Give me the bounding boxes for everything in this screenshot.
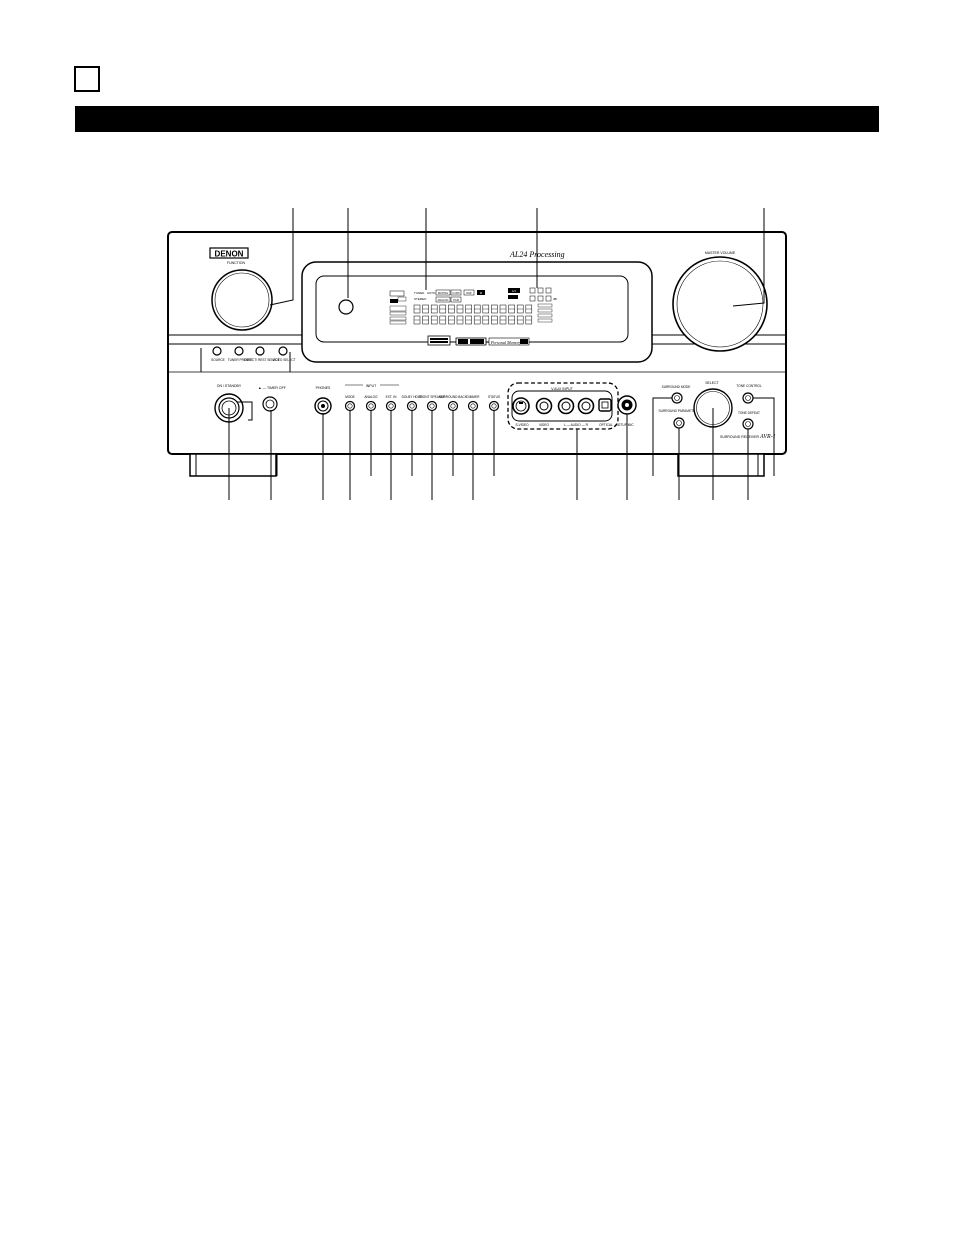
display-character-segments — [413, 304, 533, 325]
s-video-label: S-VIDEO — [515, 423, 529, 427]
segment-dsp: DSP — [466, 291, 472, 295]
svg-text:SURROUND PARAMETER: SURROUND PARAMETER — [659, 409, 699, 413]
s-video-jack[interactable] — [512, 397, 530, 415]
model-prefix: SURROUND RECEIVER — [720, 435, 760, 439]
audio-right-jack[interactable] — [577, 397, 595, 415]
vaux-input-panel: V.AUX INPUT S-VIDEO VIDEO L — AUDIO — R … — [507, 382, 619, 430]
master-volume-label: MASTER VOLUME — [705, 251, 736, 255]
mode-label: MODE — [345, 395, 355, 399]
front-speaker-button[interactable]: FRONT SPEAKER — [419, 395, 447, 412]
timer-off-button[interactable]: ▲ — TIMER OFF — [258, 386, 286, 412]
svg-text:▲ — TIMER OFF: ▲ — TIMER OFF — [258, 386, 286, 390]
display-window: AL24 Processing TUNED AUTO STEREO MUTING… — [301, 250, 653, 363]
master-volume-knob[interactable]: MASTER VOLUME — [672, 251, 768, 352]
setup-mic-jack[interactable]: SETUP MIC — [616, 395, 637, 427]
svg-text:SOURCE: SOURCE — [211, 358, 225, 362]
optical-label: OPTICAL — [599, 423, 613, 427]
svg-text:VIDEO SELECT: VIDEO SELECT — [272, 358, 295, 362]
dimmer-button[interactable]: DIMMER — [467, 395, 481, 412]
optical-jack[interactable] — [598, 398, 612, 412]
audio-label: L — AUDIO — R — [564, 423, 588, 427]
front-speaker-label: FRONT SPEAKER — [419, 395, 447, 399]
display-level-meter: dB — [529, 287, 557, 323]
denon-logo: DENON — [209, 247, 249, 259]
display-logos: Personal Memory — [427, 335, 530, 346]
setup-mic-label: SETUP MIC — [616, 423, 634, 427]
surround-back-label: SURROUND BACK — [439, 395, 468, 399]
remote-sensor — [338, 299, 354, 315]
callout-lines-top — [269, 208, 765, 307]
personal-memory-badge: Personal Memory — [490, 340, 521, 345]
svg-text:ON / STANDBY: ON / STANDBY — [217, 384, 242, 388]
dolby-hdcd-label: DOLBY HDCD — [402, 395, 424, 399]
source-button[interactable]: SOURCE — [211, 346, 225, 362]
mode-button[interactable]: MODE — [344, 395, 356, 412]
ext-in-button[interactable]: EXT. IN — [386, 395, 398, 412]
analog-label: ANALOG — [364, 395, 378, 399]
segment-voff: V-OFF — [452, 291, 460, 295]
input-group: INPUT — [345, 384, 399, 388]
segment-stereo: STEREO — [414, 297, 427, 301]
tone-defeat-button[interactable]: TONE DEFEAT — [738, 411, 760, 430]
surround-back-button[interactable]: SURROUND BACK — [439, 395, 468, 412]
select-label: SELECT — [705, 381, 719, 385]
segment-tuned: TUNED — [414, 291, 425, 295]
display-labels: TUNED AUTO STEREO MUTING V-OFF DSP M ANA… — [414, 288, 520, 303]
title-bar — [75, 106, 879, 132]
function-knob[interactable]: FUNCTION — [211, 261, 273, 331]
status-label: STATUS — [488, 395, 500, 399]
model-name: AVR-1 — [759, 434, 776, 440]
input-group-label: INPUT — [366, 384, 377, 388]
callout-lines-bottom — [200, 348, 775, 500]
tuner-preset-button[interactable]: TUNER PRESET — [228, 346, 253, 362]
section-marker-box — [74, 66, 100, 92]
model-badge: SURROUND RECEIVER AVR-1 — [720, 434, 776, 440]
display-indicators-left — [389, 290, 407, 325]
dimmer-label: DIMMER — [467, 395, 481, 399]
audio-left-jack[interactable] — [557, 397, 575, 415]
source-buttons-row: SOURCE TUNER PRESET DIRECT/ REST SELECT … — [211, 346, 296, 362]
vaux-label: V.AUX INPUT — [551, 387, 574, 391]
ext-in-label: EXT. IN — [386, 395, 398, 399]
segment-av: A-V — [512, 289, 517, 293]
svg-text:TONE DEFEAT: TONE DEFEAT — [738, 411, 760, 415]
direct-rest-select-button[interactable]: DIRECT/ REST SELECT — [244, 346, 280, 362]
segment-auto: AUTO — [427, 291, 436, 295]
surround-parameter-button[interactable]: SURROUND PARAMETER — [659, 409, 699, 429]
video-select-button[interactable]: VIDEO SELECT — [272, 346, 296, 362]
status-button[interactable]: STATUS — [488, 395, 500, 412]
video-jack[interactable] — [535, 397, 553, 415]
phones-jack[interactable]: PHONES — [314, 386, 332, 415]
svg-text:TONE CONTROL: TONE CONTROL — [736, 384, 761, 388]
segment-analog: ANALOG — [438, 298, 449, 302]
svg-text:DIRECT/ REST SELECT: DIRECT/ REST SELECT — [244, 358, 279, 362]
segment-muting: MUTING — [438, 291, 448, 295]
segment-db: dB — [553, 297, 557, 301]
segment-pcm: PCM — [453, 298, 459, 302]
svg-text:PHONES: PHONES — [316, 386, 331, 390]
brand-text: DENON — [215, 250, 244, 259]
svg-text:TUNER PRESET: TUNER PRESET — [228, 358, 253, 362]
function-label: FUNCTION — [227, 261, 246, 265]
analog-button[interactable]: ANALOG — [364, 395, 378, 412]
svg-text:SURROUND MODE: SURROUND MODE — [662, 385, 691, 389]
segment-m: M — [480, 291, 482, 295]
video-label: VIDEO — [539, 423, 549, 427]
